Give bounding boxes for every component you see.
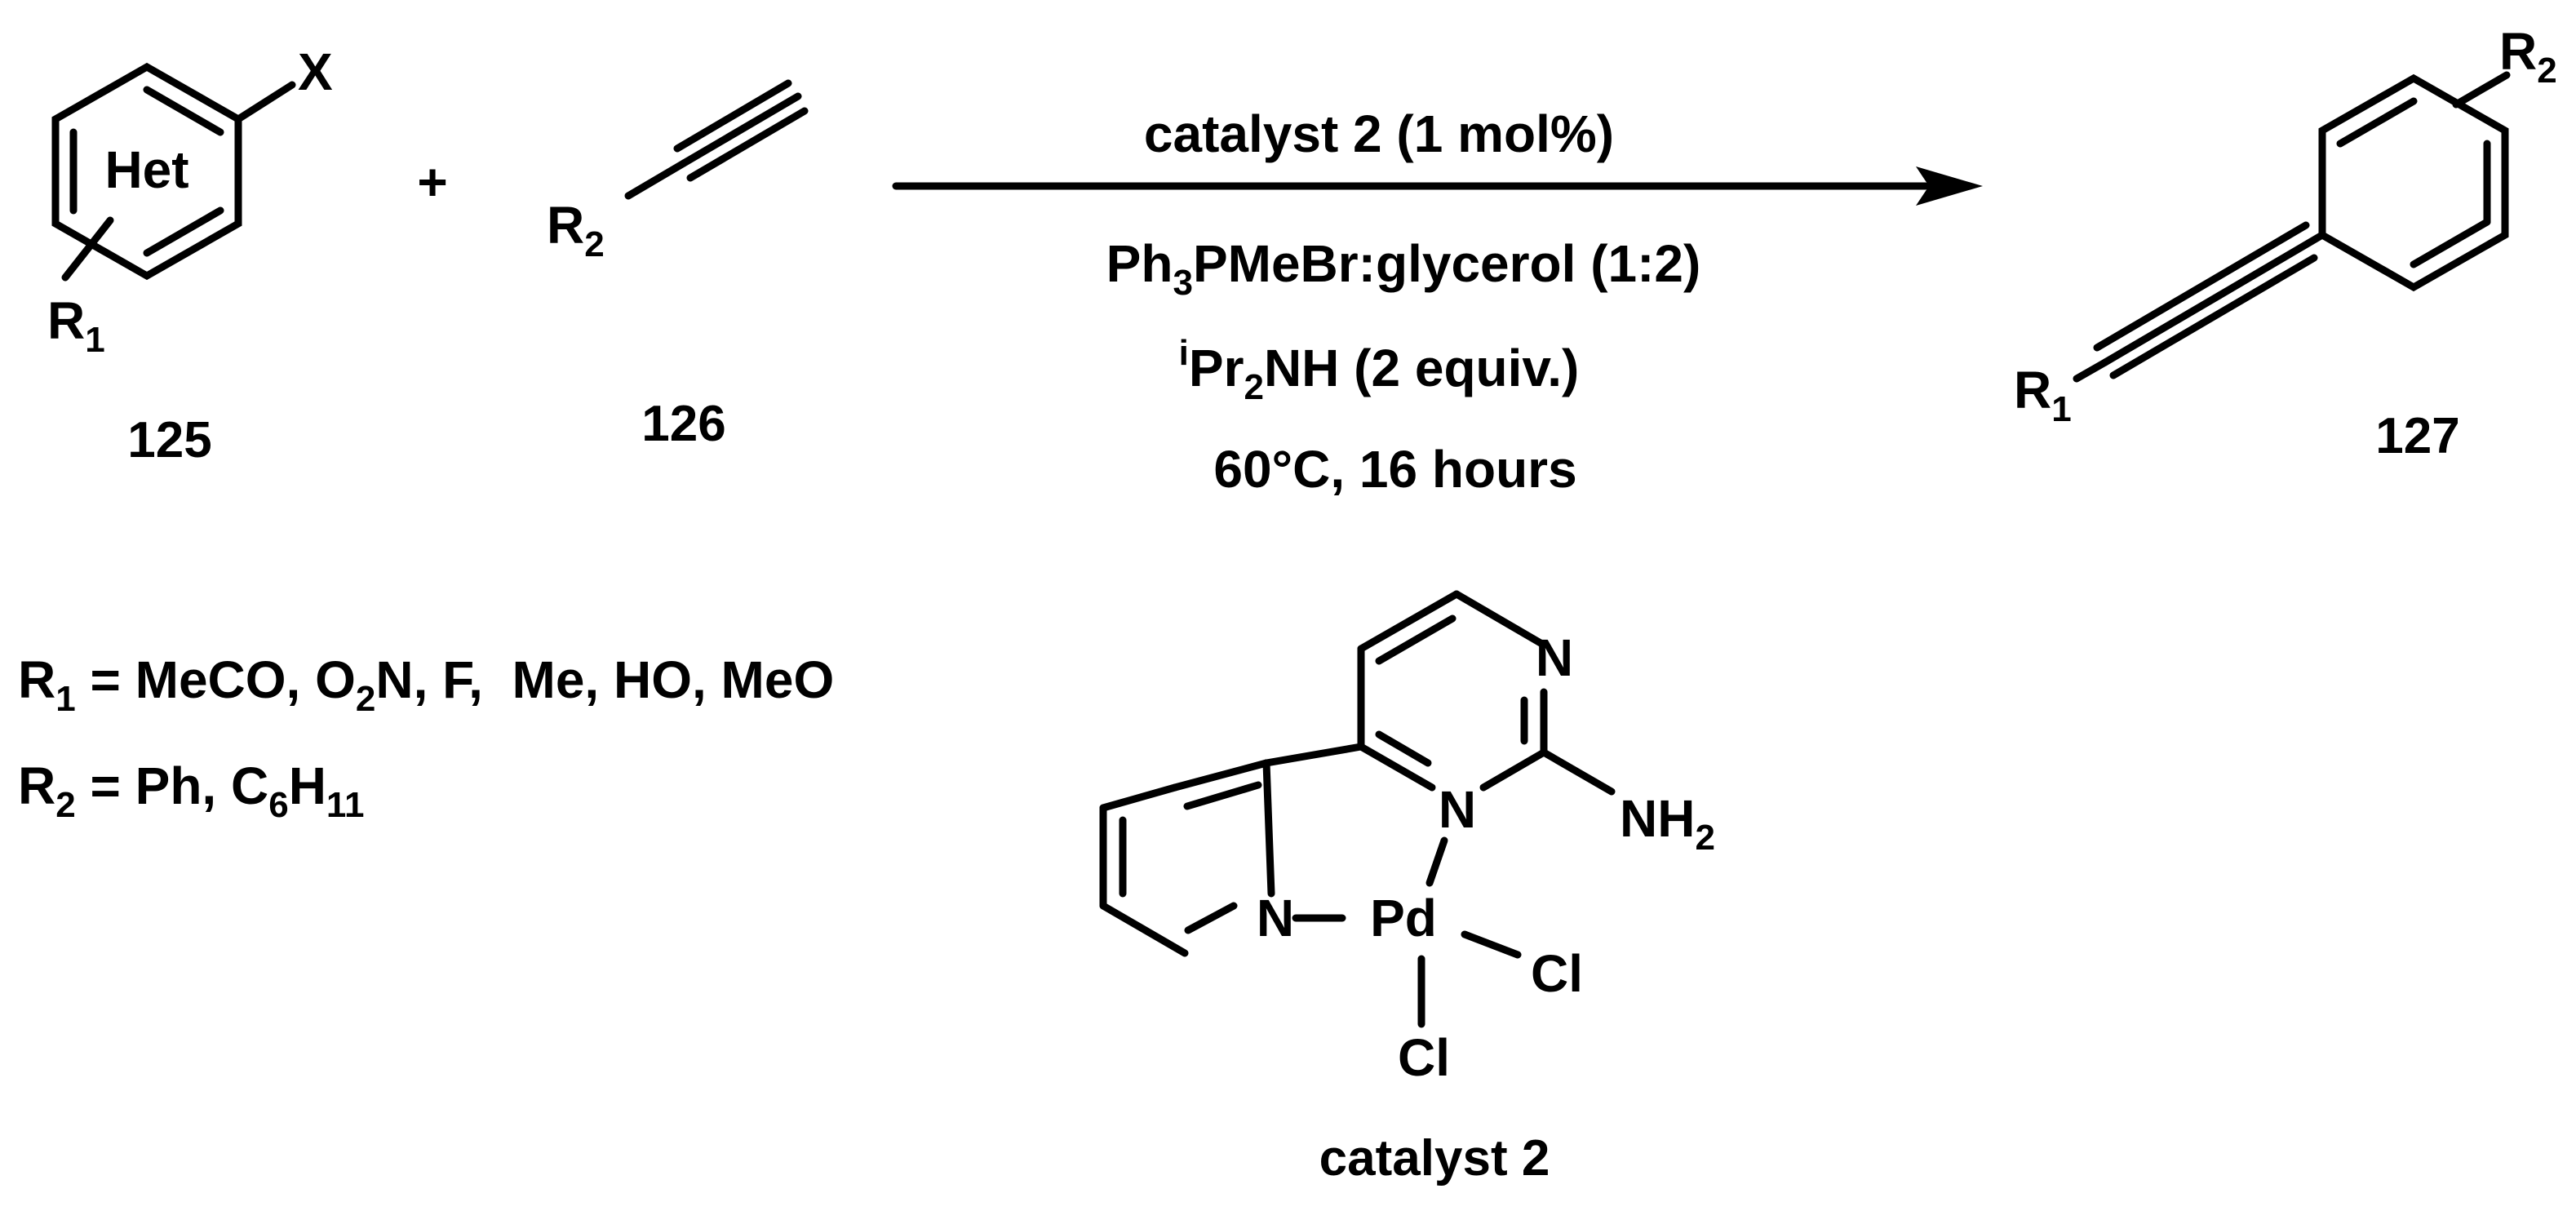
alkyne-bond-upper <box>2093 221 2310 352</box>
pyridine-double-bond <box>1184 902 1238 934</box>
triple-bond-lower <box>686 107 809 182</box>
r2-label-127: R2 <box>2499 22 2557 91</box>
condition-solvent: Ph3PMeBr:glycerol (1:2) <box>1106 234 1701 303</box>
pyrimidine-bond <box>1479 748 1548 792</box>
alkyne-bond-center-b <box>2101 291 2224 366</box>
alkyne-bond-lower <box>2109 254 2318 379</box>
product-ring-inner-bond <box>2410 218 2491 268</box>
catalyst-2-structure <box>1099 590 1616 1028</box>
c-x-bond <box>234 81 296 123</box>
pyridine-n: N <box>1257 889 1294 947</box>
r1-bond-product <box>2073 358 2109 383</box>
alkyne-bond-center-a <box>2215 231 2326 299</box>
het-ring-inner-bond <box>143 206 224 257</box>
condition-temperature-time: 60°C, 16 hours <box>1213 440 1576 499</box>
product-127-structure <box>2073 71 2511 383</box>
palladium: Pd <box>1370 889 1437 947</box>
pyridine-bond <box>1099 902 1189 957</box>
catalyst-2-label: catalyst 2 <box>1319 1130 1550 1187</box>
pyridine-bond <box>1262 759 1275 898</box>
pyrimidine-bond <box>1357 743 1436 792</box>
het-ring-inner-bond <box>143 86 224 136</box>
condition-base: iPr2NH (2 equiv.) <box>1179 333 1580 407</box>
biaryl-bond <box>1262 743 1365 767</box>
triple-bond-center <box>680 92 802 167</box>
pyrimidine-bond <box>1357 590 1461 653</box>
triple-bond-upper <box>673 79 792 153</box>
arrow-head <box>1916 166 1983 206</box>
pyridine-double-bond <box>1183 781 1262 810</box>
leaving-group-x: X <box>298 42 333 101</box>
pd-n-pyrimidine-bond <box>1425 836 1448 887</box>
pyrimidine-n-top: N <box>1536 628 1573 687</box>
pyrimidine-double-bond <box>1375 730 1432 767</box>
c-nh2-bond <box>1540 748 1616 796</box>
reactant-126-structure <box>624 79 809 200</box>
r2-label-126: R2 <box>547 196 605 264</box>
pyridine-bond <box>1099 783 1179 812</box>
compound-number-125: 125 <box>127 412 211 468</box>
r1-label-127: R1 <box>2014 361 2072 429</box>
plus-sign: + <box>417 153 447 211</box>
r2-bond-product <box>2452 71 2511 109</box>
compound-number-126: 126 <box>641 396 725 452</box>
r2-definition: R2 = Ph, C6H11 <box>18 756 364 825</box>
r1-bond <box>61 216 114 282</box>
pyridine-bond <box>1171 759 1270 792</box>
r1-label-125: R1 <box>47 291 105 360</box>
pyrimidine-double-bond <box>1375 614 1456 665</box>
het-ring-label: Het <box>104 140 188 199</box>
pd-cl-bond <box>1461 930 1522 959</box>
reaction-arrow <box>892 166 1983 206</box>
r1-definition: R1 = MeCO, O2N, F, Me, HO, MeO <box>18 650 834 719</box>
product-ring <box>2318 73 2509 292</box>
chloride-bottom: Cl <box>1398 1028 1450 1087</box>
compound-number-127: 127 <box>2375 408 2459 464</box>
amine-group: NH2 <box>1620 789 1715 858</box>
pyrimidine-n-bottom: N <box>1439 780 1476 839</box>
r2-bond <box>624 159 688 200</box>
condition-catalyst: catalyst 2 (1 mol%) <box>1144 104 1614 163</box>
pyrimidine-bond <box>1452 590 1545 647</box>
reactant-125-structure <box>51 62 296 282</box>
product-ring-inner-bond <box>2336 97 2418 148</box>
chloride-right: Cl <box>1531 944 1583 1003</box>
